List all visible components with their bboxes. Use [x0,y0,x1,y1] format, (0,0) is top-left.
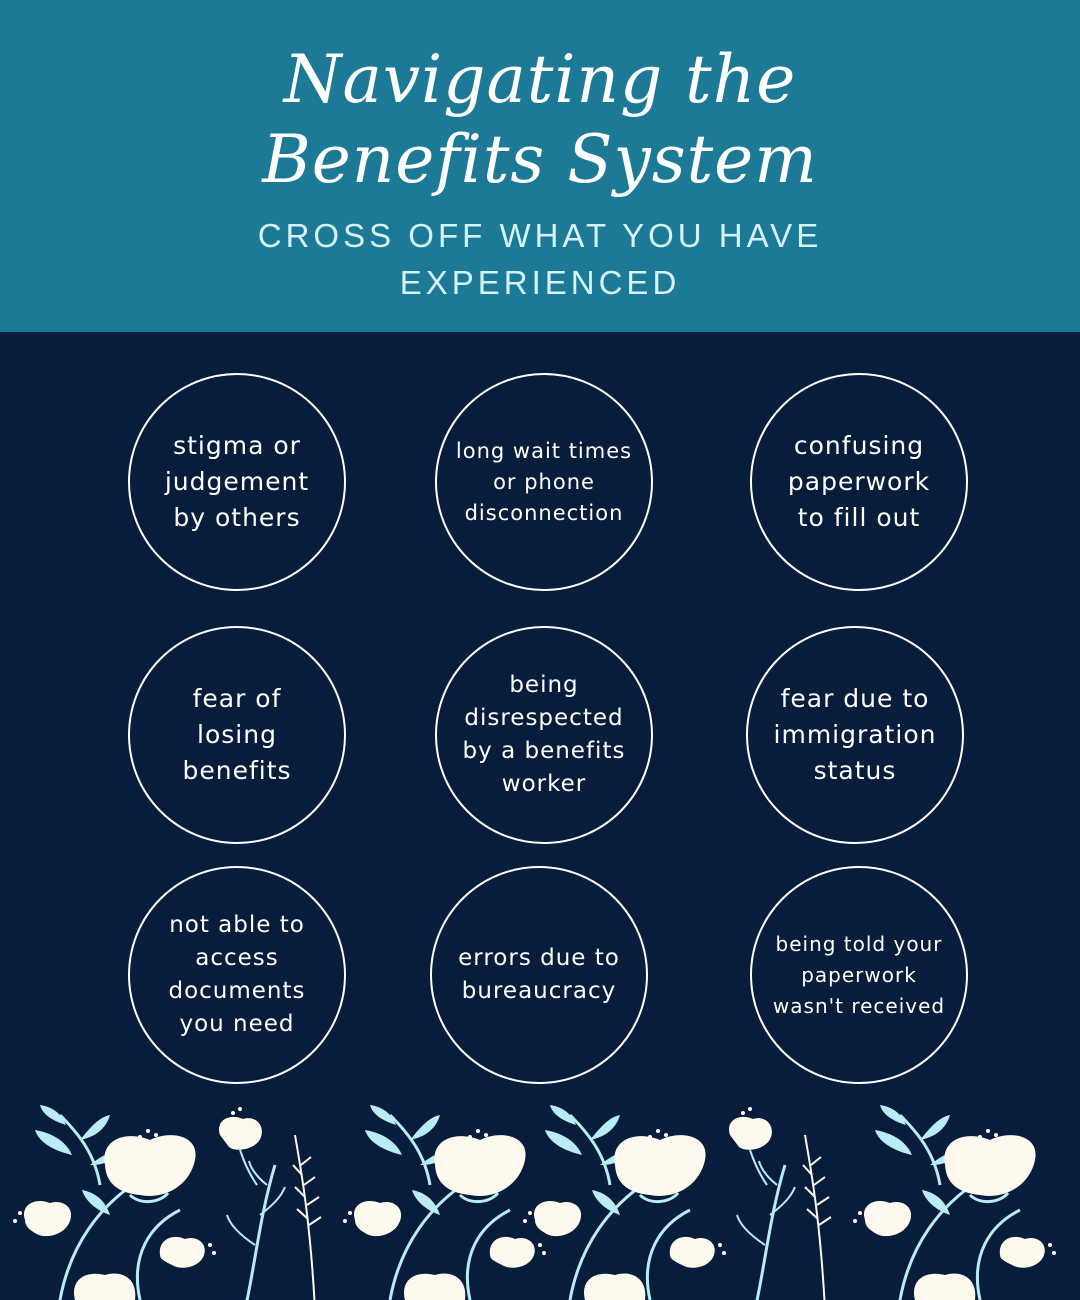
experience-circle-wait-times[interactable]: long wait times or phone disconnection [435,373,653,591]
experience-label: long wait times or phone disconnection [455,438,633,525]
experience-label: being disrespected by a benefits worker [462,672,626,797]
experience-label: stigma or judgement by others [164,431,310,532]
experience-circle-documents[interactable]: not able to access documents you need [128,866,346,1084]
header-banner: Navigating the Benefits System CROSS OFF… [0,0,1080,332]
experience-circle-bureaucracy[interactable]: errors due to bureaucracy [430,866,648,1084]
experience-label: errors due to bureaucracy [458,945,620,1004]
experience-label: not able to access documents you need [168,912,306,1037]
experience-circle-immigration[interactable]: fear due to immigration status [746,626,964,844]
experience-circle-stigma[interactable]: stigma or judgement by others [128,373,346,591]
experience-label: fear due to immigration status [773,684,937,785]
experience-label: being told your paperwork wasn't receive… [772,931,946,1018]
page-title: Navigating the Benefits System [262,41,818,198]
experience-circle-paperwork[interactable]: confusing paperwork to fill out [750,373,968,591]
experience-circle-losing-benefits[interactable]: fear of losing benefits [128,626,346,844]
experience-circle-not-received[interactable]: being told your paperwork wasn't receive… [750,866,968,1084]
floral-border-icon [11,1103,1058,1300]
page-subtitle: CROSS OFF WHAT YOU HAVE EXPERIENCED [257,217,823,301]
experience-circle-disrespected[interactable]: being disrespected by a benefits worker [435,626,653,844]
experience-label: fear of losing benefits [182,684,292,785]
experience-label: confusing paperwork to fill out [787,431,931,532]
